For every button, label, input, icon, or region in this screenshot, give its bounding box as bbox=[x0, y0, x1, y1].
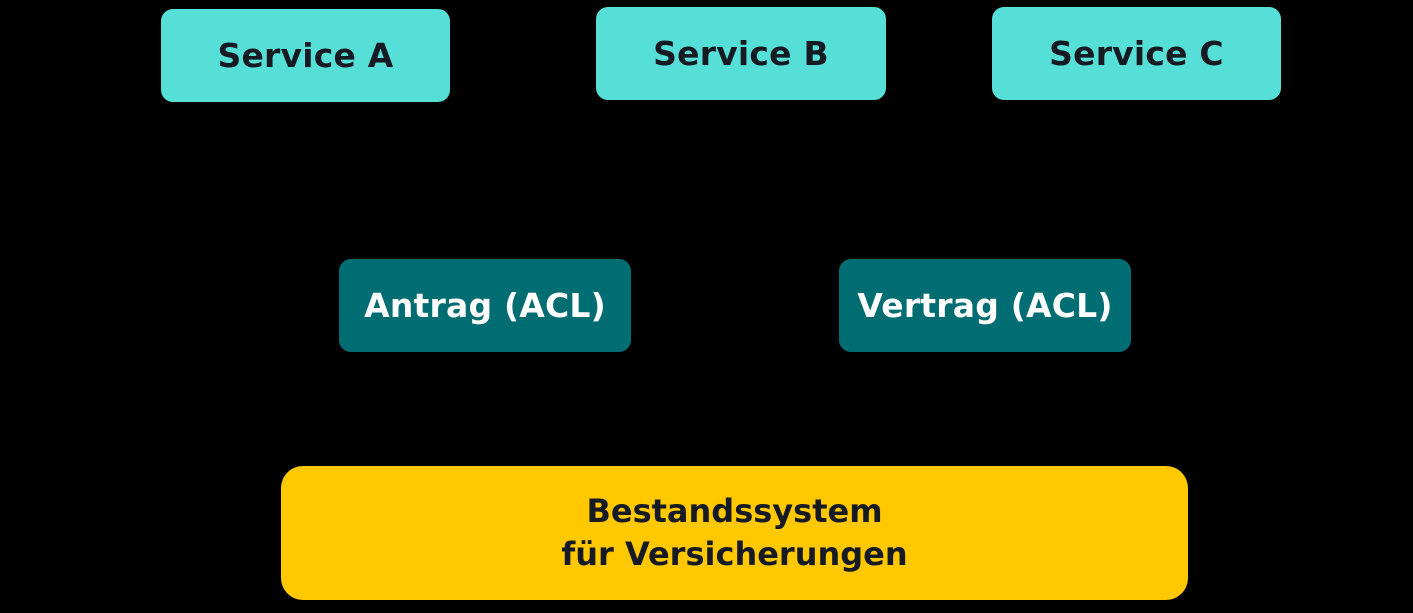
service-b-box: Service B bbox=[596, 7, 886, 100]
connector-service-c-to-vertrag bbox=[983, 98, 1138, 261]
service-c-label: Service C bbox=[1049, 34, 1224, 73]
connector-service-a-to-antrag bbox=[304, 100, 486, 261]
connector-service-b-to-vertrag bbox=[740, 98, 986, 261]
core-system-title-line1: Bestandssystem bbox=[586, 492, 883, 530]
service-b-label: Service B bbox=[653, 34, 829, 73]
service-a-box: Service A bbox=[161, 9, 450, 102]
vertrag-acl-box: Vertrag (ACL) bbox=[839, 259, 1131, 352]
antrag-acl-box: Antrag (ACL) bbox=[339, 259, 631, 352]
antrag-acl-label: Antrag (ACL) bbox=[364, 286, 606, 325]
connector-service-b-to-antrag bbox=[484, 98, 742, 261]
core-system-title-line2: für Versicherungen bbox=[561, 535, 908, 573]
service-c-box: Service C bbox=[992, 7, 1281, 100]
service-a-label: Service A bbox=[217, 36, 394, 75]
core-system-box: Bestandssystem für Versicherungen bbox=[281, 466, 1188, 600]
vertrag-acl-label: Vertrag (ACL) bbox=[857, 286, 1113, 325]
